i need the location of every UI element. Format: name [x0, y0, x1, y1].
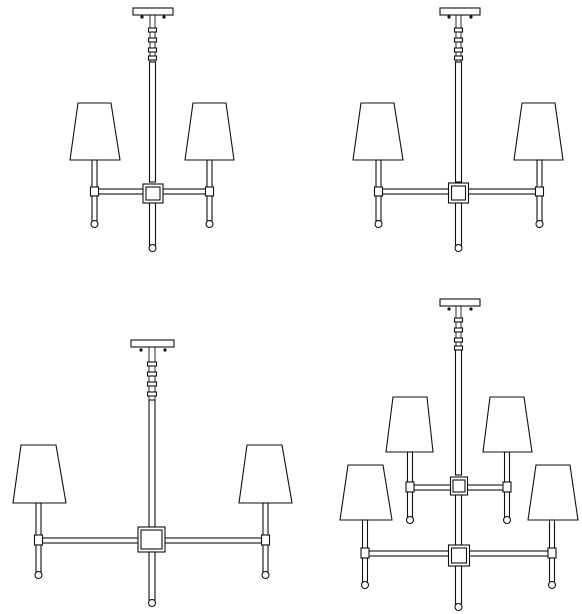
arm-joint: [360, 547, 370, 559]
lamp-shade: [352, 102, 404, 161]
lamp-shade: [527, 464, 579, 521]
chain-segment: [453, 15, 464, 62]
ceiling-canopy: [130, 339, 175, 348]
chandelier-2-light-small: [69, 7, 235, 253]
finial: [148, 243, 157, 253]
finial: [454, 602, 463, 612]
arm-joint: [405, 481, 415, 493]
center-rod: [148, 399, 156, 528]
ceiling-canopy: [439, 298, 481, 307]
arm-joint: [89, 186, 100, 197]
lamp-shade: [238, 444, 293, 504]
arm-joint: [502, 481, 512, 493]
ceiling-canopy: [132, 7, 174, 16]
center-rod: [454, 349, 463, 476]
lamp-shade: [12, 444, 67, 504]
lamp-shade: [184, 102, 235, 161]
arm-joint: [260, 534, 271, 546]
lamp-shade: [513, 102, 564, 161]
arm-joint: [204, 186, 215, 197]
chain-segment: [453, 306, 464, 351]
center-rod: [148, 61, 157, 183]
lamp-shade: [339, 464, 393, 521]
lamp-shade: [385, 396, 434, 453]
arm-joint: [373, 186, 384, 197]
chain-segment: [146, 347, 158, 400]
chain-segment: [147, 15, 158, 62]
finial: [454, 243, 463, 253]
center-rod: [454, 61, 463, 183]
chandelier-2-tier-4-light: [339, 298, 579, 612]
chandelier-2-light-wide: [12, 339, 293, 608]
arm-joint: [547, 547, 557, 559]
ceiling-canopy: [439, 7, 481, 16]
arm-joint: [534, 186, 545, 197]
lamp-shade: [69, 102, 121, 161]
chandelier-2-light-medium: [352, 7, 564, 253]
arm-joint: [33, 534, 44, 546]
lamp-shade: [482, 396, 533, 453]
finial: [147, 598, 157, 608]
